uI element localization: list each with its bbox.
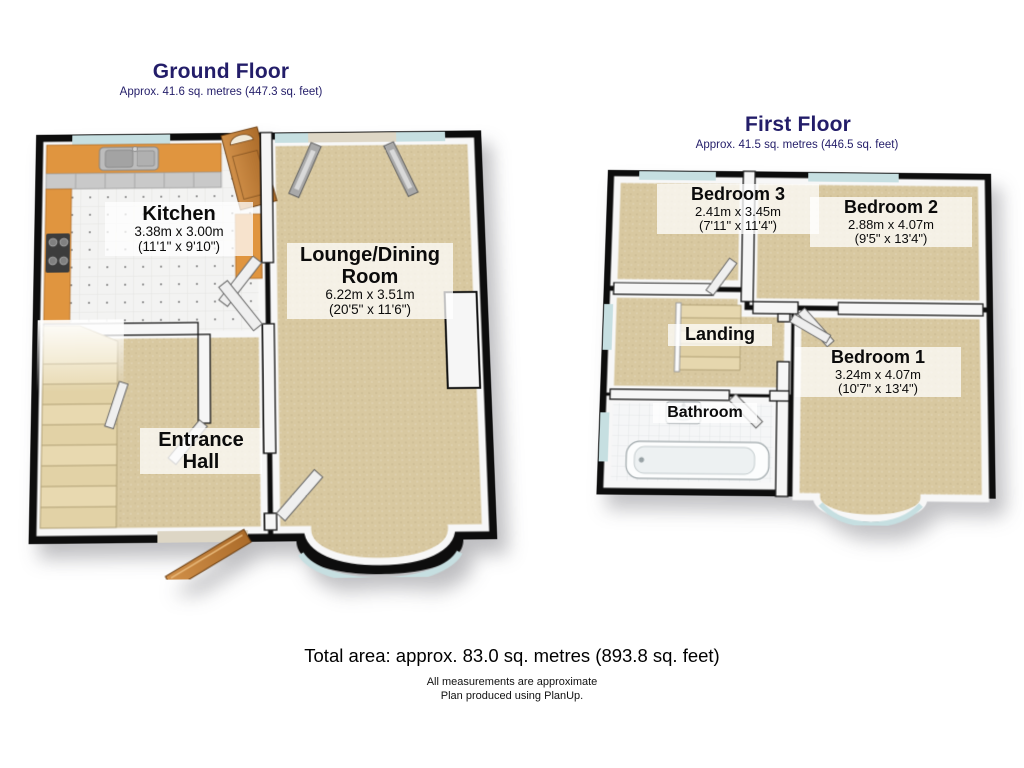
bedroom3-window: [639, 171, 716, 181]
kitchen-label: Kitchen 3.38m x 3.00m (11'1" x 9'10"): [105, 202, 253, 256]
bedroom1-imperial: (10'7" x 13'4"): [838, 381, 918, 397]
landing-name: Landing: [685, 324, 755, 344]
kitchen-name: Kitchen: [142, 203, 216, 225]
bedroom1-label: Bedroom 1 3.24m x 4.07m (10'7" x 13'4"): [795, 347, 961, 398]
kitchen-window: [72, 134, 171, 145]
bedroom2-name: Bedroom 2: [843, 197, 939, 217]
bedroom1-room: [796, 314, 986, 519]
chimney-breast: [445, 292, 481, 388]
landing-window: [602, 304, 614, 350]
planup-credit: Plan produced using PlanUp.: [440, 690, 584, 702]
bathroom-label: Bathroom: [653, 403, 757, 423]
lounge-window-left: [274, 133, 309, 143]
first-floor-area: Approx. 41.5 sq. metres (446.5 sq. feet): [695, 139, 899, 151]
lounge-name: Lounge/Dining Room: [300, 244, 440, 288]
first-floor-title: First Floor: [744, 113, 852, 136]
bedroom2-label: Bedroom 2 2.88m x 4.07m (9'5" x 13'4"): [810, 197, 972, 248]
ground-floor-drawing: [2, 116, 525, 582]
bedroom1-metric: 3.24m x 4.07m: [835, 366, 921, 382]
total-area-text: Total area: approx. 83.0 sq. metres (893…: [304, 645, 720, 666]
back-door-icon: [221, 127, 277, 210]
bedroom1-name: Bedroom 1: [830, 347, 926, 367]
staircase-icon: [36, 319, 128, 528]
hob-icon: [45, 233, 70, 273]
bathroom-window: [598, 412, 610, 462]
lounge-label: Lounge/Dining Room 6.22m x 3.51m (20'5" …: [287, 243, 453, 319]
bedroom3-metric: 2.41m x 3.45m: [695, 203, 781, 219]
kitchen-imperial: (11'1" x 9'10"): [137, 238, 221, 254]
entrance-hall-name: Entrance Hall: [158, 429, 244, 473]
bathtub-icon: [626, 441, 770, 480]
bedroom2-imperial: (9'5" x 13'4"): [854, 231, 928, 247]
bedroom3-label: Bedroom 3 2.41m x 3.45m (7'11" x 11'4"): [657, 184, 819, 235]
ground-floor-plan: [2, 116, 525, 582]
bedroom2-metric: 2.88m x 4.07m: [848, 216, 934, 232]
front-door-icon: [157, 529, 251, 582]
bathroom-name: Bathroom: [667, 404, 743, 421]
ground-floor-area: Approx. 41.6 sq. metres (447.3 sq. feet): [119, 86, 323, 98]
bedroom3-name: Bedroom 3: [690, 184, 786, 204]
lounge-imperial: (20'5" x 11'6"): [328, 301, 412, 317]
bedroom2-window: [808, 172, 899, 183]
kitchen-sink-icon: [99, 146, 158, 170]
measurements-note: All measurements are approximate: [426, 676, 598, 688]
landing-label: Landing: [668, 324, 772, 346]
lounge-metric: 6.22m x 3.51m: [325, 287, 415, 302]
interior-walls: [607, 170, 985, 499]
kitchen-metric: 3.38m x 3.00m: [134, 224, 224, 239]
lounge-window-right: [396, 131, 446, 142]
bedroom3-imperial: (7'11" x 11'4"): [698, 218, 778, 234]
ground-floor-title: Ground Floor: [152, 60, 290, 83]
entrance-hall-label: Entrance Hall: [140, 428, 262, 474]
